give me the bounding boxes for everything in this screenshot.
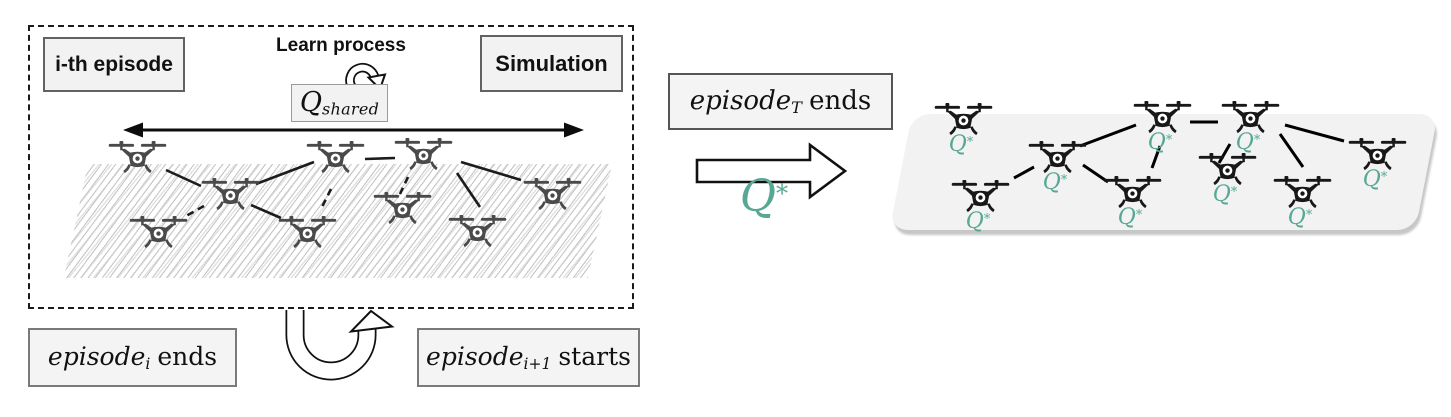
- drone-link-line: [460, 160, 522, 182]
- q-star-drone-label: Q*: [1287, 205, 1313, 230]
- drone-link-line: [165, 168, 202, 188]
- drone-icon: [1103, 174, 1162, 215]
- drone-icon: [373, 190, 432, 231]
- q-star-drone-label: Q*: [1117, 205, 1143, 230]
- drone-icon: [201, 176, 260, 217]
- q-star-drone-label: Q*: [948, 132, 974, 157]
- drone-link-line: [364, 156, 396, 161]
- drone-icon: [1348, 136, 1407, 177]
- drone-icon: [523, 176, 582, 217]
- learn-process-loop-icon: [345, 63, 387, 91]
- episode-restart-loop-icon: [285, 309, 395, 381]
- left-swarm-links: [165, 156, 522, 220]
- drone-icon: [129, 214, 188, 255]
- drone-icon: [448, 213, 507, 254]
- drone-link-line: [1217, 143, 1232, 164]
- drone-icon: [951, 178, 1010, 219]
- drone-link-line: [185, 204, 205, 218]
- drone-icon: [1198, 151, 1257, 192]
- final-swarm-links: [1013, 120, 1345, 184]
- q-star-drone-label: Q*: [1235, 130, 1261, 155]
- drone-link-line: [255, 160, 315, 186]
- simulation-label: Simulation: [495, 50, 608, 76]
- drone-link-line: [398, 176, 410, 195]
- drone-icon: [394, 136, 453, 177]
- q-star-drone-label: Q*: [1212, 182, 1238, 207]
- ith-episode-label: i-th episode: [55, 52, 173, 76]
- drone-link-line: [1150, 145, 1162, 169]
- q-shared-label: Qshared: [299, 87, 380, 119]
- simulation-label-box: Simulation: [480, 35, 623, 92]
- drone-link-line: [1278, 133, 1305, 168]
- drone-icon: [1028, 139, 1087, 180]
- q-star-drone-label: Q*: [1362, 167, 1388, 192]
- drone-icon: [278, 214, 337, 255]
- drone-icon: [1273, 174, 1332, 215]
- drone-link-line: [1079, 123, 1137, 148]
- transition-block-arrow: [695, 142, 848, 200]
- q-star-drone-label: Q*: [1147, 130, 1173, 155]
- drone-link-line: [1013, 165, 1035, 180]
- q-shared-box: Qshared: [291, 84, 388, 122]
- q-star-transition-label: Q*: [739, 171, 789, 222]
- drone-link-line: [1284, 123, 1345, 143]
- drone-icon: [934, 101, 993, 142]
- q-star-drone-label: Q*: [965, 209, 991, 234]
- drone-link-line: [455, 172, 482, 208]
- drone-link-line: [320, 188, 333, 208]
- drone-icon: [108, 139, 167, 180]
- ith-episode-label-box: i-th episode: [43, 37, 185, 92]
- coverage-range-arrow: [123, 122, 584, 138]
- drone-icon: [306, 139, 365, 180]
- learn-process-label: Learn process: [276, 35, 406, 56]
- simulation-episode-panel: [28, 25, 634, 309]
- q-star-drone-label: Q*: [1042, 170, 1068, 195]
- drone-icon: [1221, 99, 1280, 140]
- drone-icon: [1133, 99, 1192, 140]
- drone-link-line: [250, 203, 282, 220]
